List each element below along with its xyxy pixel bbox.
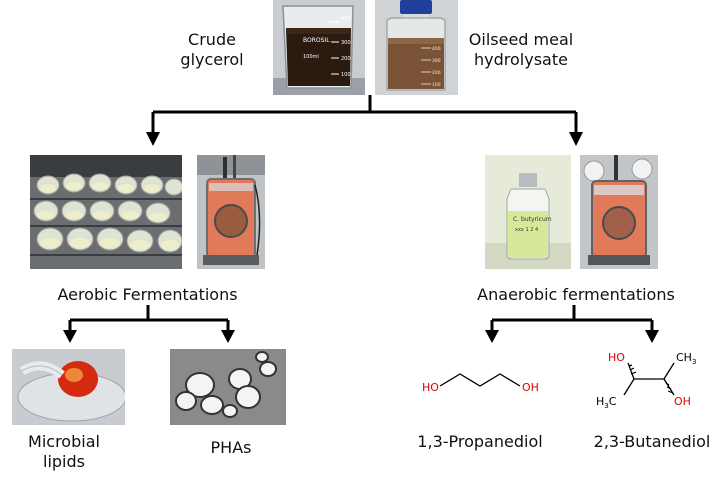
oilseed-meal-label: Oilseed meal hydrolysate [468,30,574,69]
bottle-tick-500: 500 [432,32,441,38]
butanediol-oh: OH [674,395,691,408]
aerobic-bioreactor-photo [197,155,265,269]
oilseed-meal-bottle-photo: 500 400 300 200 100 [375,0,458,95]
vial-label-line1: C. butyricum [513,216,552,223]
bottle-tick-400: 400 [432,46,441,52]
arrow-to-anaerobic [569,132,583,146]
butanediol-label: 2,3-Butanediol [593,432,711,451]
beaker-tick-300: 300 [341,40,351,46]
bottle-tick-100: 100 [432,82,441,88]
beaker-volume-text: 100ml [303,54,319,60]
vial-label-line2: xxx 1 2 4 [515,227,538,233]
phas-micrograph-photo [170,349,286,425]
crude-glycerol-beaker-photo: BOROSIL 100ml 400 300 200 100 [273,0,365,95]
butanediol-ch3: CH3 [676,351,696,366]
butanediol-structure: HO OH H3C CH3 [594,343,708,415]
propanediol-oh: OH [522,381,539,394]
shake-flasks-photo [30,155,182,269]
beaker-tick-200: 200 [341,56,351,62]
butanediol-ho: HO [608,351,625,364]
bottle-tick-200: 200 [432,70,441,76]
crude-glycerol-label: Crude glycerol [180,30,244,69]
bottle-tick-300: 300 [432,58,441,64]
phas-label: PHAs [210,438,252,457]
aerobic-fermentations-label: Aerobic Fermentations [57,285,238,304]
propanediol-ho: HO [422,381,439,394]
butanediol-h3c: H3C [596,395,617,410]
arrow-to-aerobic [146,132,160,146]
anaerobic-fermentations-label: Anaerobic fermentations [477,285,675,304]
anaerobic-bioreactor-photo [580,155,658,269]
propanediol-structure: HO OH [412,358,552,400]
microbial-lipids-photo [12,349,125,425]
arrow-to-propanediol [485,330,499,343]
beaker-tick-100: 100 [341,72,351,78]
beaker-brand-text: BOROSIL [303,37,330,44]
beaker-tick-400: 400 [341,16,351,22]
anaerobic-vial-photo: C. butyricum xxx 1 2 4 [485,155,571,269]
arrow-to-butanediol [645,330,659,343]
propanediol-label: 1,3-Propanediol [417,432,543,451]
arrow-to-lipids [63,330,77,343]
microbial-lipids-label: Microbial lipids [28,432,100,471]
arrow-to-phas [221,330,235,343]
